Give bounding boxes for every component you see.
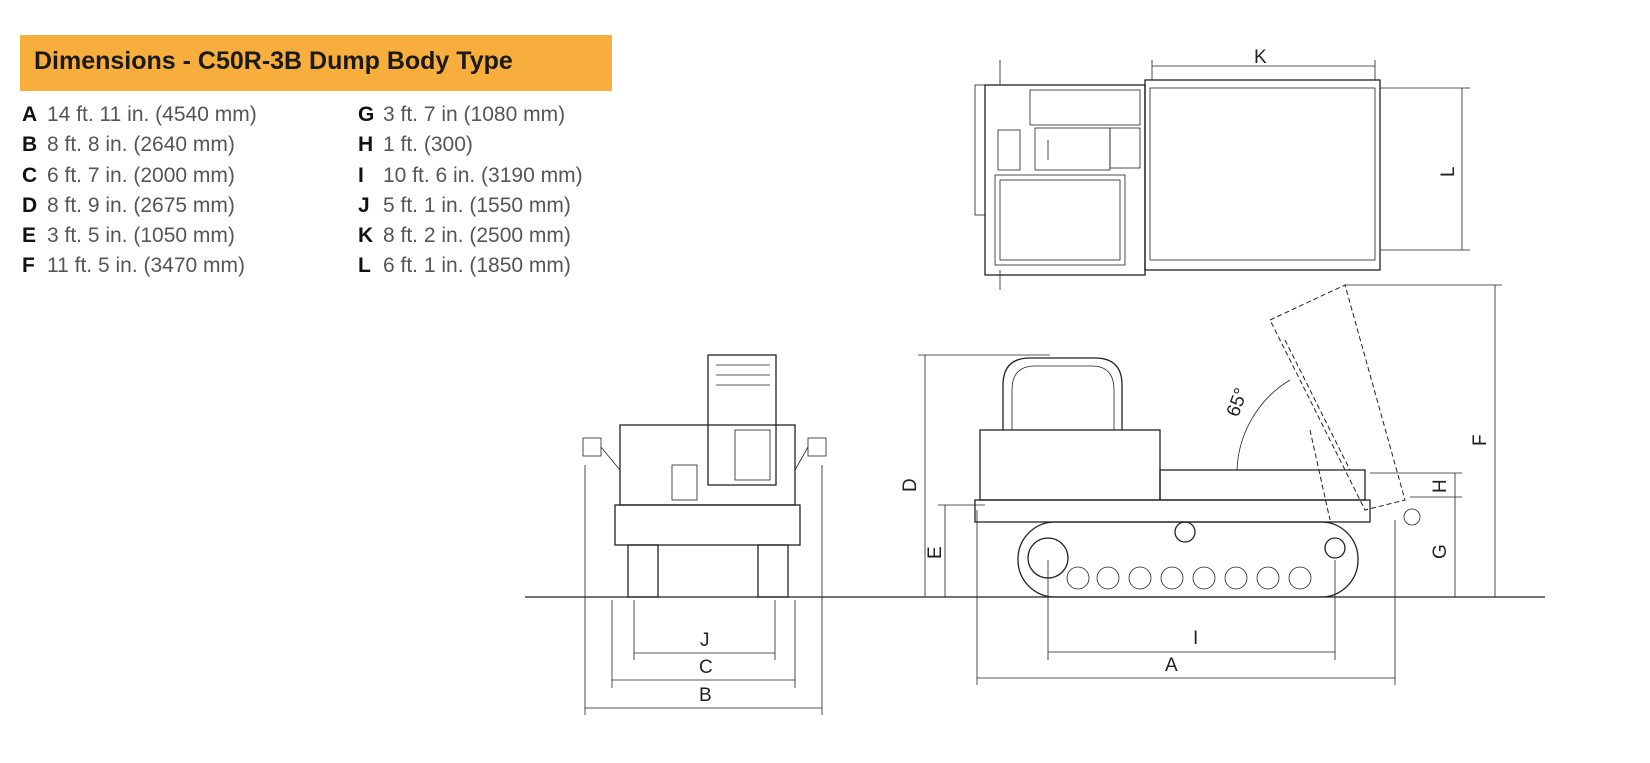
spec-key: C xyxy=(22,163,38,187)
spec-row: F 11 ft. 5 in. (3470 mm) xyxy=(22,251,257,281)
spec-value: 8 ft. 9 in. (2675 mm) xyxy=(47,193,235,217)
spec-row: L 6 ft. 1 in. (1850 mm) xyxy=(358,251,583,281)
dim-label-j: J xyxy=(700,630,710,651)
spec-row: C 6 ft. 7 in. (2000 mm) xyxy=(22,161,257,191)
dim-label-f: F xyxy=(1470,434,1491,446)
spec-row: I 10 ft. 6 in. (3190 mm) xyxy=(358,161,583,191)
dim-label-c: C xyxy=(699,657,713,678)
spec-row: B 8 ft. 8 in. (2640 mm) xyxy=(22,130,257,160)
spec-value: 5 ft. 1 in. (1550 mm) xyxy=(383,193,571,217)
spec-value: 6 ft. 7 in. (2000 mm) xyxy=(47,163,235,187)
spec-value: 3 ft. 5 in. (1050 mm) xyxy=(47,224,235,248)
spec-key: B xyxy=(22,133,38,157)
spec-row: J 5 ft. 1 in. (1550 mm) xyxy=(358,191,583,221)
spec-value: 1 ft. (300) xyxy=(383,133,473,157)
dim-label-h: H xyxy=(1430,479,1451,493)
dim-label-d: D xyxy=(900,478,921,492)
spec-value: 8 ft. 8 in. (2640 mm) xyxy=(47,133,235,157)
spec-value: 11 ft. 5 in. (3470 mm) xyxy=(47,254,246,278)
spec-key: F xyxy=(22,254,35,278)
spec-key: L xyxy=(358,254,371,278)
top-view: K L xyxy=(974,47,1470,290)
spec-value: 10 ft. 6 in. (3190 mm) xyxy=(383,163,583,187)
dim-label-i: I xyxy=(1193,628,1198,649)
spec-key: E xyxy=(22,224,37,248)
page-title: Dimensions - C50R-3B Dump Body Type xyxy=(34,47,513,75)
spec-key: A xyxy=(22,103,38,126)
spec-key: H xyxy=(358,133,374,157)
spec-value: 3 ft. 7 in (1080 mm) xyxy=(383,103,566,126)
spec-key: J xyxy=(358,193,370,217)
spec-value: 14 ft. 11 in. (4540 mm) xyxy=(47,103,257,126)
spec-value: 6 ft. 1 in. (1850 mm) xyxy=(383,254,571,278)
spec-row: H 1 ft. (300) xyxy=(358,130,583,160)
dim-label-l: L xyxy=(1438,166,1459,177)
spec-value: 8 ft. 2 in. (2500 mm) xyxy=(383,224,571,248)
dim-label-e: E xyxy=(925,546,946,559)
spec-key: G xyxy=(358,103,375,126)
dim-label-k: K xyxy=(1254,47,1267,68)
spec-key: D xyxy=(22,193,38,217)
specs-left: A 14 ft. 11 in. (4540 mm) B 8 ft. 8 in. (2… xyxy=(22,100,257,282)
dim-label-b: B xyxy=(699,685,712,706)
spec-row: G 3 ft. 7 in (1080 mm) xyxy=(358,100,583,130)
specs-right: G 3 ft. 7 in (1080 mm) H 1 ft. (300) I 10 f… xyxy=(358,100,583,282)
spec-row: D 8 ft. 9 in. (2675 mm) xyxy=(22,191,257,221)
front-view: J C B xyxy=(582,354,827,715)
spec-row: K 8 ft. 2 in. (2500 mm) xyxy=(358,221,583,251)
spec-row: E 3 ft. 5 in. (1050 mm) xyxy=(22,221,257,251)
spec-row: A 14 ft. 11 in. (4540 mm) xyxy=(22,100,257,130)
angle-label: 65° xyxy=(1223,385,1253,419)
spec-key: K xyxy=(358,224,374,248)
title-banner: Dimensions - C50R-3B Dump Body Type xyxy=(20,35,612,91)
spec-key: I xyxy=(358,163,364,187)
dim-label-g: G xyxy=(1430,544,1451,559)
side-view: 65° D E A I F H G xyxy=(900,284,1502,685)
dim-label-a: A xyxy=(1165,655,1178,676)
